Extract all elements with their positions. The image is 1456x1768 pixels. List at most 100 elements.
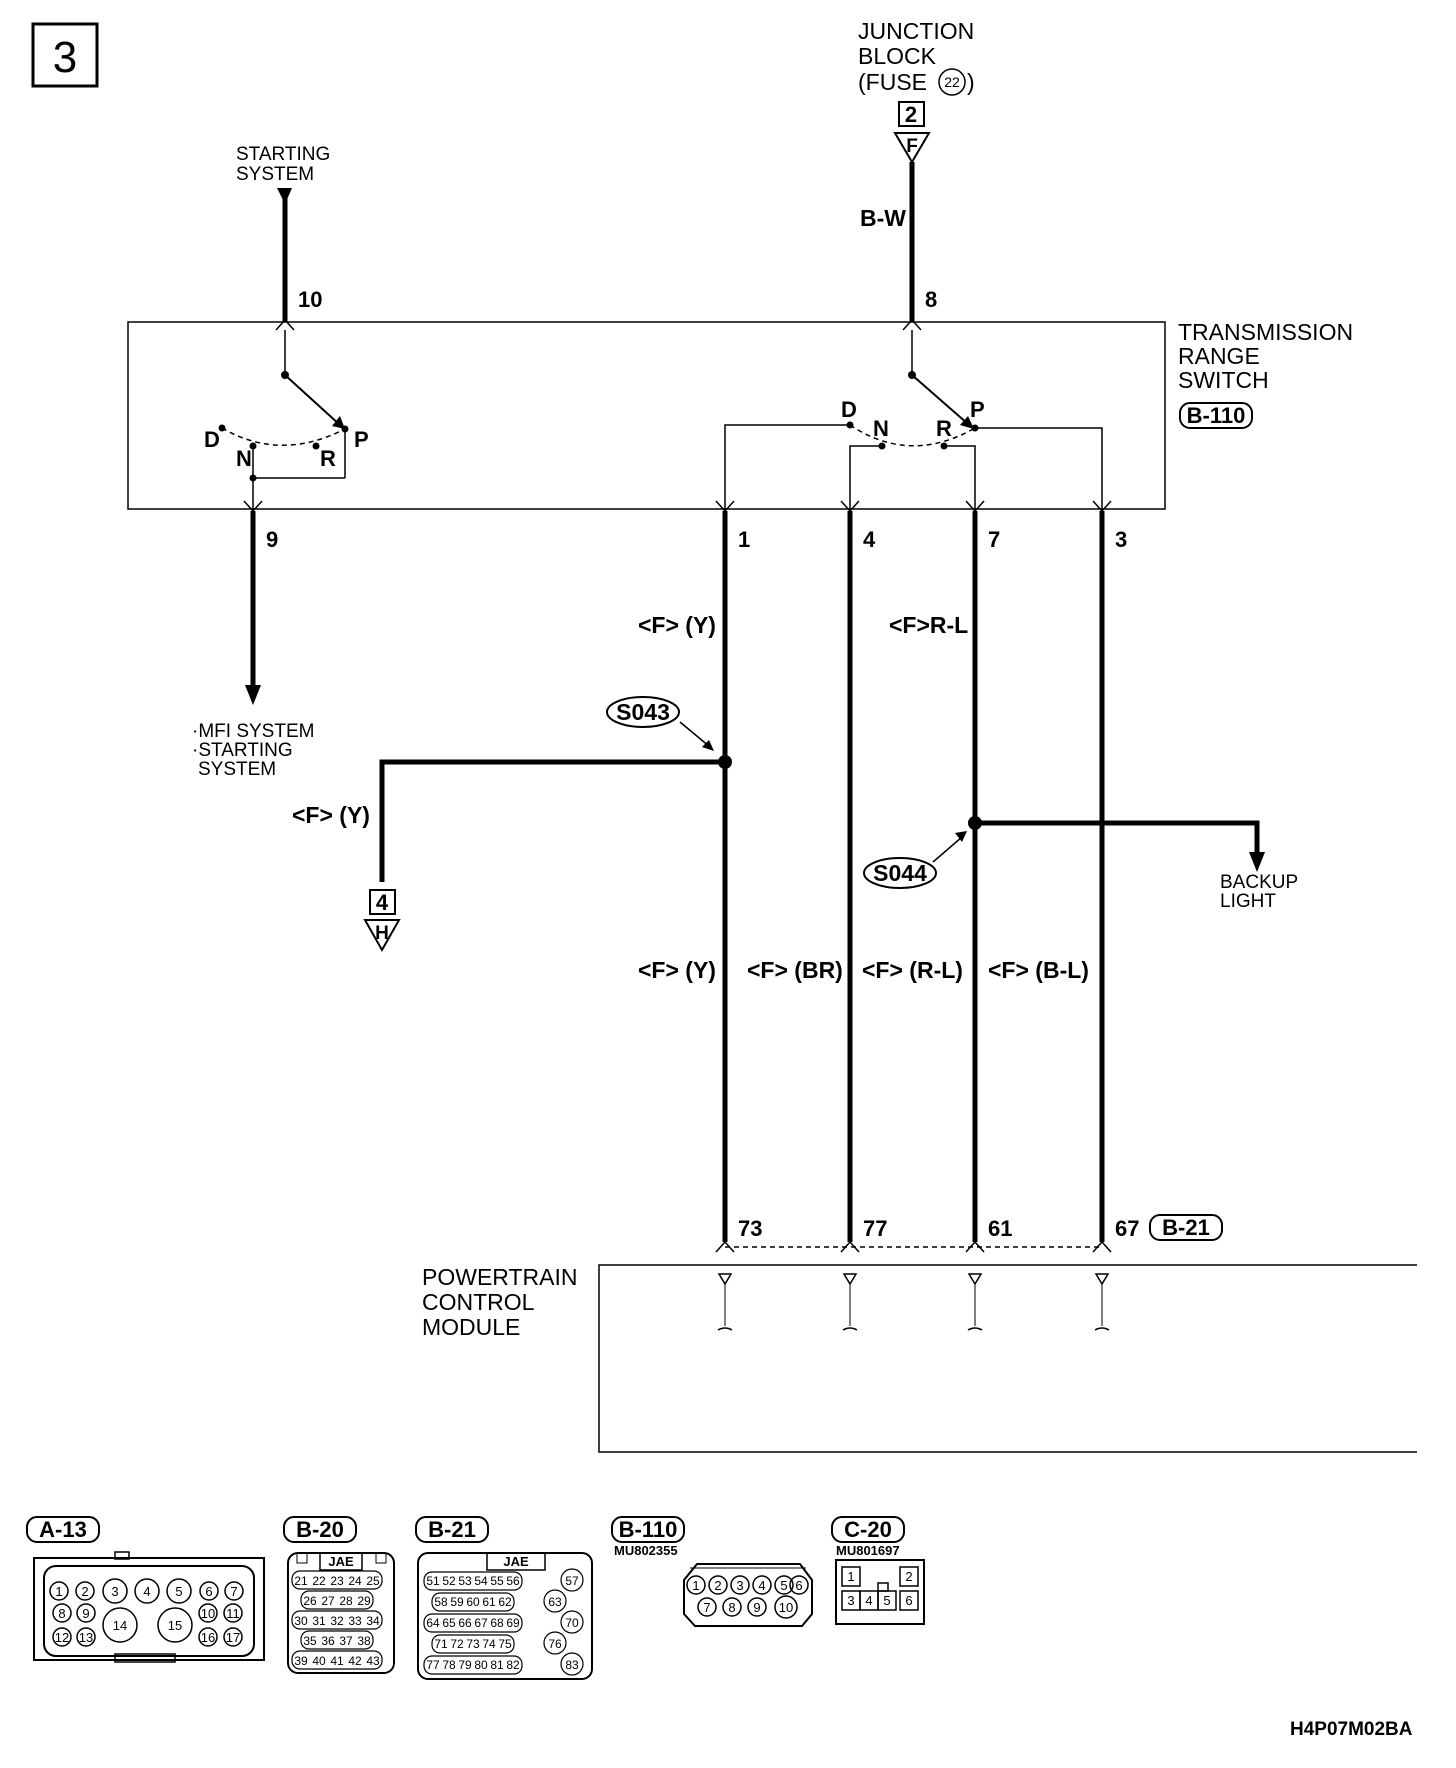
svg-text:6: 6 (205, 1584, 212, 1599)
svg-text:54: 54 (474, 1574, 488, 1588)
connector-b110-part: MU802355 (614, 1543, 678, 1558)
svg-text:59: 59 (450, 1595, 464, 1609)
svg-text:5: 5 (883, 1593, 890, 1608)
svg-text:8: 8 (728, 1600, 735, 1615)
svg-text:3: 3 (111, 1584, 118, 1599)
svg-text:81: 81 (490, 1658, 504, 1672)
svg-text:42: 42 (348, 1654, 362, 1668)
svg-text:7: 7 (230, 1584, 237, 1599)
mfi-line3: SYSTEM (198, 759, 276, 780)
svg-text:56: 56 (506, 1574, 520, 1588)
svg-text:58: 58 (434, 1595, 448, 1609)
svg-text:72: 72 (450, 1637, 464, 1651)
junction-block-fuse-prefix: (FUSE (858, 69, 927, 95)
svg-text:1: 1 (55, 1584, 62, 1599)
svg-text:R: R (936, 416, 952, 441)
pin-10: 10 (298, 287, 322, 312)
pcm-box (598, 1264, 1417, 1453)
wire-backup-light (975, 820, 1260, 856)
switch-connector-id: B-110 (1187, 403, 1246, 428)
junction-block-fuse-suffix: ) (967, 69, 975, 95)
svg-text:10: 10 (779, 1600, 793, 1615)
svg-text:R: R (320, 446, 336, 471)
svg-text:P: P (970, 397, 985, 422)
svg-text:73: 73 (466, 1637, 480, 1651)
wire-label-bl: <F> (B-L) (988, 957, 1089, 983)
junction-block-line2: BLOCK (858, 43, 937, 69)
starting-system-label: STARTING SYSTEM (236, 144, 330, 185)
svg-text:2: 2 (714, 1578, 721, 1593)
splice-s043-label: S043 (616, 699, 670, 725)
pcm-line1: POWERTRAIN (422, 1264, 577, 1290)
junction-block-connector-number: 2 (905, 102, 917, 127)
svg-text:39: 39 (294, 1654, 308, 1668)
splice-s044: S044 (863, 816, 982, 889)
svg-text:38: 38 (357, 1634, 371, 1648)
wire-branch-s043 (379, 759, 725, 882)
svg-text:14: 14 (113, 1618, 127, 1633)
pcm-pin-chevrons (715, 1240, 1112, 1253)
fuse-number-circle (938, 68, 966, 96)
wire-bw-label: B-W (860, 205, 906, 231)
mfi-line2: ·STARTING (192, 740, 293, 761)
svg-text:N: N (873, 416, 889, 441)
svg-text:3: 3 (736, 1578, 743, 1593)
svg-text:P: P (354, 427, 369, 452)
backup-light-line2: LIGHT (1220, 891, 1276, 912)
junction-block-connector-letter: F (906, 136, 918, 157)
svg-text:33: 33 (348, 1614, 362, 1628)
svg-text:80: 80 (474, 1658, 488, 1672)
pcm-pin-77: 77 (863, 1216, 887, 1241)
connector-b110-id: B-110 (619, 1517, 678, 1542)
svg-text:N: N (236, 446, 252, 471)
pin-4: 4 (863, 527, 876, 552)
svg-text:D: D (841, 397, 857, 422)
svg-text:76: 76 (548, 1637, 562, 1651)
connector-id-badge (1179, 402, 1253, 429)
svg-text:41: 41 (330, 1654, 344, 1668)
svg-text:57: 57 (565, 1574, 579, 1588)
splice-s043: S043 (606, 696, 732, 769)
pcm-connector-badge: B-21 (1149, 1214, 1223, 1241)
svg-text:83: 83 (565, 1658, 579, 1672)
svg-text:4: 4 (865, 1593, 872, 1608)
pcm-line3: MODULE (422, 1314, 520, 1340)
svg-text:75: 75 (498, 1637, 512, 1651)
svg-text:30: 30 (294, 1614, 308, 1628)
svg-text:5: 5 (780, 1578, 787, 1593)
svg-text:34: 34 (366, 1614, 380, 1628)
transmission-range-switch-label: TRANSMISSION RANGE SWITCH B-110 (1178, 319, 1353, 429)
pcm-connector-id: B-21 (1162, 1215, 1210, 1240)
svg-text:1: 1 (692, 1578, 699, 1593)
svg-text:2: 2 (905, 1569, 912, 1584)
pcm-pin-67: 67 (1115, 1216, 1139, 1241)
starting-system-line1: STARTING (236, 144, 330, 165)
connector-b20-id: B-20 (296, 1517, 344, 1542)
svg-text:2: 2 (81, 1584, 88, 1599)
starting-system-line2: SYSTEM (236, 164, 314, 185)
svg-text:D: D (204, 427, 220, 452)
wire-label-rl: <F> (R-L) (862, 957, 963, 983)
connector-b21-id: B-21 (428, 1517, 476, 1542)
svg-text:9: 9 (753, 1600, 760, 1615)
svg-text:13: 13 (79, 1630, 93, 1645)
figure-id: H4P07M02BA (1290, 1719, 1413, 1740)
svg-text:26: 26 (303, 1594, 317, 1608)
svg-text:27: 27 (321, 1594, 335, 1608)
svg-text:22: 22 (312, 1574, 326, 1588)
page-number-box: 3 (31, 22, 99, 88)
female-connector-icon (893, 132, 931, 164)
junction-block-line1: JUNCTION (858, 18, 974, 44)
svg-text:69: 69 (506, 1616, 520, 1630)
connector-a13-id: A-13 (39, 1517, 87, 1542)
pcm-pin-61: 61 (988, 1216, 1012, 1241)
svg-text:6: 6 (905, 1593, 912, 1608)
arrow-down-icon (1249, 852, 1265, 872)
svg-text:7: 7 (703, 1600, 710, 1615)
svg-text:24: 24 (348, 1574, 362, 1588)
svg-text:35: 35 (303, 1634, 317, 1648)
svg-text:6: 6 (795, 1578, 802, 1593)
splice-s044-label: S044 (873, 860, 927, 886)
